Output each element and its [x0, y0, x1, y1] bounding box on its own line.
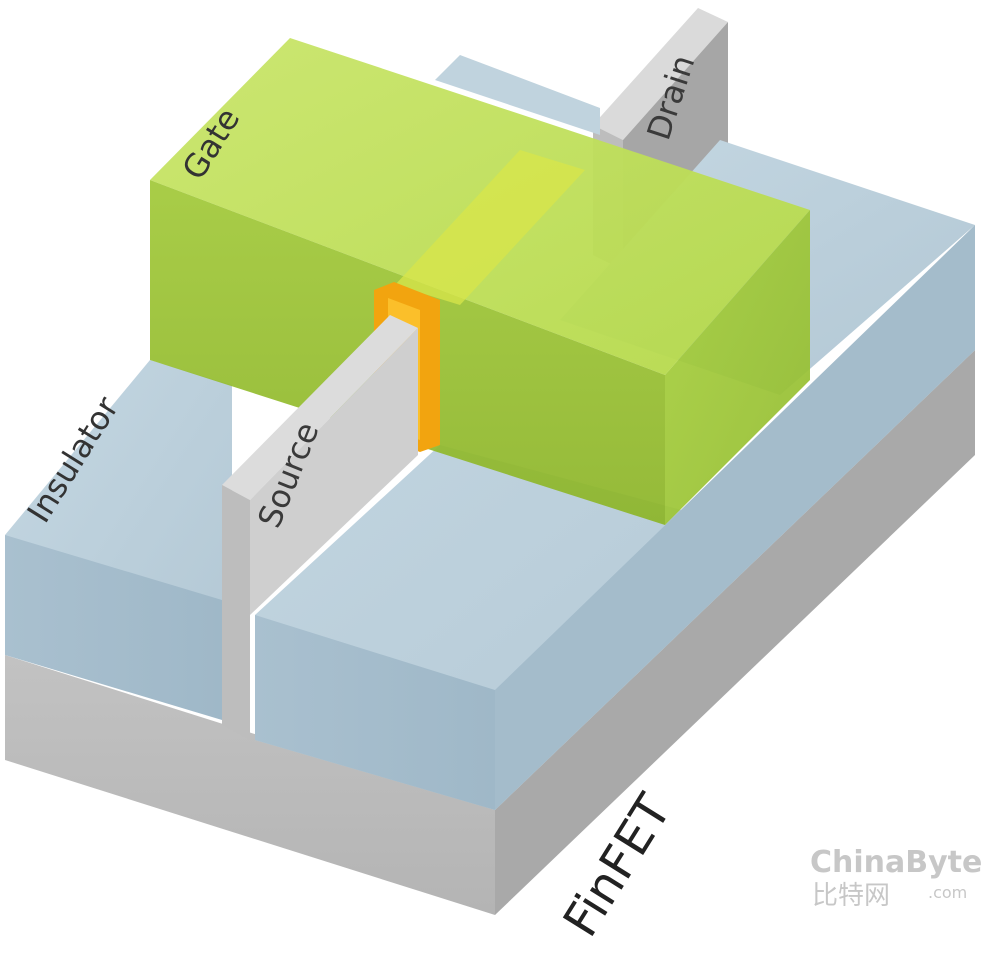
watermark-brand-en: ChinaByte — [810, 845, 982, 880]
insulator-right — [255, 225, 975, 810]
substrate — [5, 350, 975, 915]
insulator-left — [5, 360, 232, 720]
watermark-domain: .com — [928, 883, 967, 902]
chinabyte-watermark: ChinaByte 比特网 .com — [810, 845, 982, 911]
source-fin — [222, 315, 418, 740]
watermark-brand-cn: 比特网 — [812, 881, 890, 911]
